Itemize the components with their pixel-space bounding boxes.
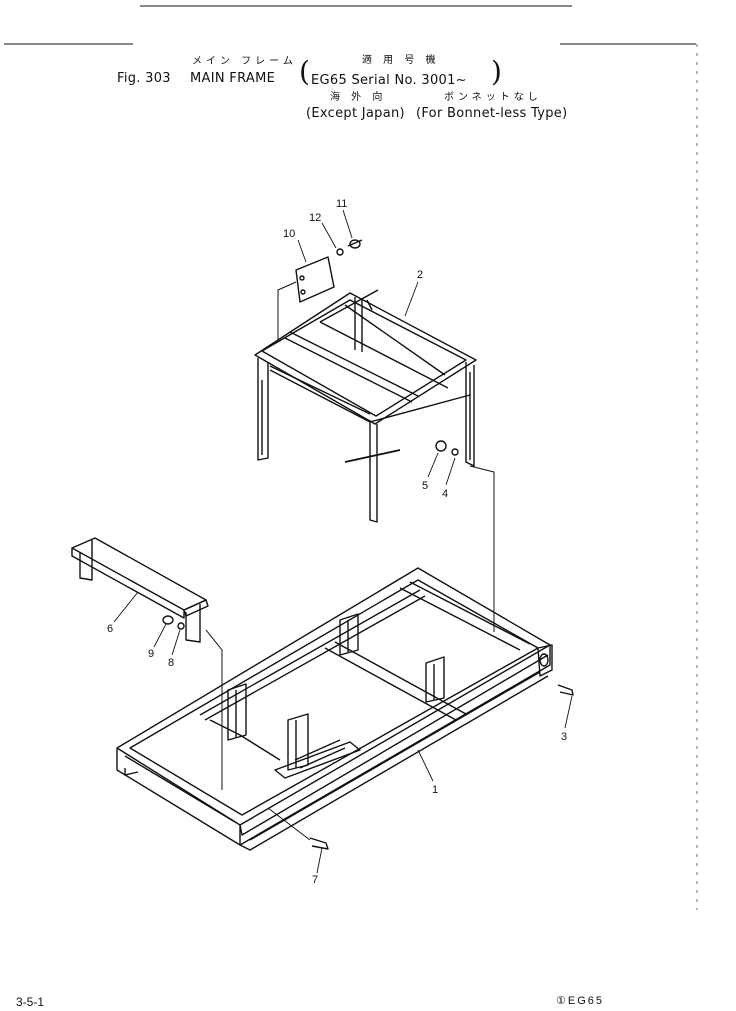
part-2-upper-frame <box>254 256 477 523</box>
except-japan: (Except Japan) <box>306 106 405 121</box>
jp-title: メイン フレーム <box>192 56 297 67</box>
callout-1: 1 <box>432 784 438 796</box>
jp-overseas: 海 外 向 <box>330 92 387 103</box>
close-paren: ) <box>491 55 502 88</box>
callout-3: 3 <box>561 731 567 743</box>
alignment-lines <box>205 281 495 841</box>
callout-4: 4 <box>442 488 448 500</box>
part-1-main-frame <box>116 567 553 851</box>
page-number: 3-5-1 <box>16 995 45 1009</box>
serial-range: EG65 Serial No. 3001~ <box>311 73 467 88</box>
part-6-front-bracket <box>71 537 209 643</box>
jp-bonnet: ボンネットなし <box>444 92 542 103</box>
callout-8: 8 <box>168 657 174 669</box>
callout-2: 2 <box>417 269 423 281</box>
callout-10: 10 <box>283 228 295 240</box>
model-mark: ①EG65 <box>556 995 604 1007</box>
callout-12: 12 <box>309 212 321 224</box>
callout-numbers: 1 2 3 4 5 6 7 8 9 10 11 12 <box>107 198 567 886</box>
jp-applicable: 適 用 号 機 <box>362 55 440 66</box>
callout-5: 5 <box>422 480 428 492</box>
callout-9: 9 <box>148 648 154 660</box>
callout-6: 6 <box>107 623 113 635</box>
fig-label: Fig. 303 <box>117 71 171 86</box>
callout-7: 7 <box>312 874 318 886</box>
page-title: MAIN FRAME <box>190 71 276 86</box>
callout-11: 11 <box>336 198 347 210</box>
fasteners <box>162 239 574 850</box>
callout-leaders <box>113 209 573 874</box>
open-paren: ( <box>299 55 310 88</box>
bonnet-less: (For Bonnet-less Type) <box>416 106 568 121</box>
